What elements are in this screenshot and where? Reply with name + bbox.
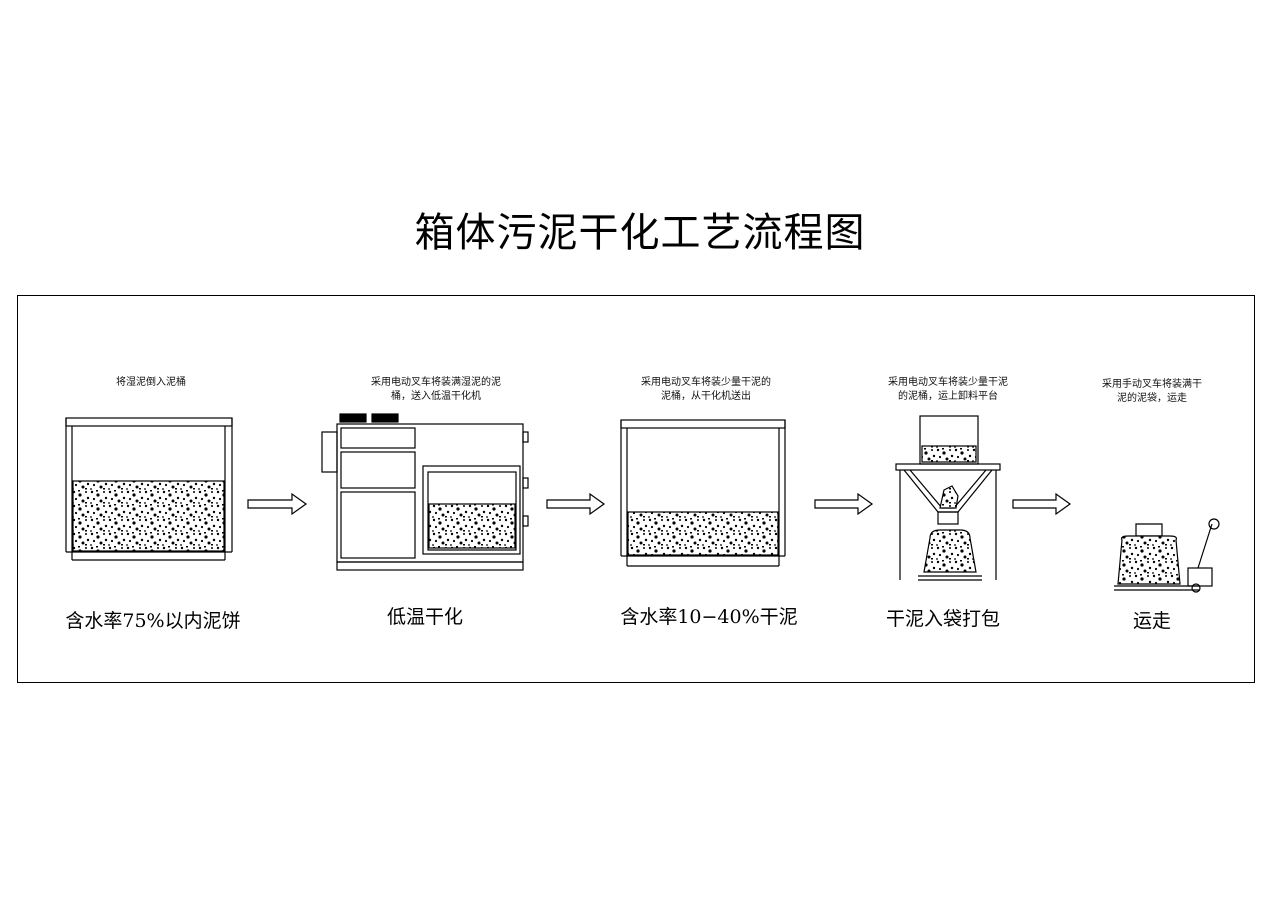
step-4-note: 采用电动叉车将装少量干泥的泥桶，运上卸料平台 [888, 377, 1008, 402]
mud-bin-dried [620, 419, 786, 567]
low-temp-dryer [321, 413, 529, 571]
flow-arrow [1012, 492, 1072, 516]
diagram-frame [17, 295, 1255, 683]
flow-arrow [247, 492, 308, 516]
step-3-note: 采用电动叉车将装少量干泥的泥桶，从干化机送出 [641, 377, 771, 402]
step-5-note: 采用手动叉车将装满干泥的泥袋，运走 [1102, 379, 1202, 404]
page-title: 箱体污泥干化工艺流程图 [414, 210, 866, 256]
pallet-truck-with-bag [1114, 518, 1220, 593]
step-5-label: 运走 [1132, 610, 1171, 632]
step-2-label: 低温干化 [386, 606, 463, 628]
step-1-note: 将湿泥倒入泥桶 [116, 377, 186, 388]
mud-bin-wet [65, 417, 233, 561]
step-1-label: 含水率75%以内泥饼 [65, 610, 241, 632]
step-4-label: 干泥入袋打包 [885, 608, 1000, 630]
bagging-platform [895, 415, 1001, 581]
flow-arrow [814, 492, 874, 516]
step-2-note: 采用电动叉车将装满湿泥的泥桶，送入低温干化机 [371, 377, 501, 402]
flow-arrow [546, 492, 606, 516]
step-3-label: 含水率10−40%干泥 [620, 606, 798, 628]
